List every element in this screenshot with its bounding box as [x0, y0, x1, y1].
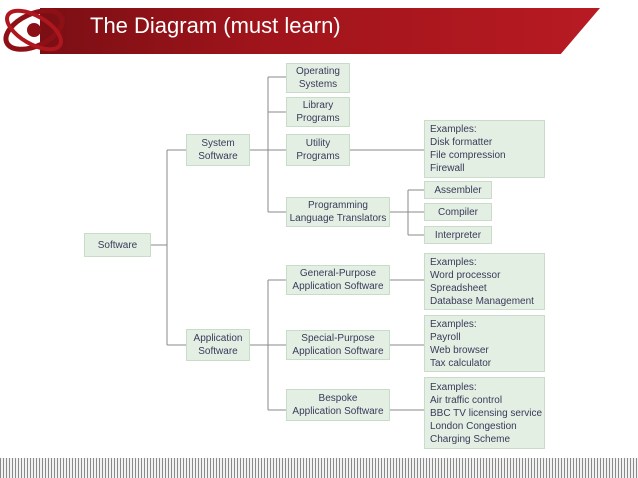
slide-title: The Diagram (must learn)	[90, 13, 341, 38]
slide-header: The Diagram (must learn)	[0, 0, 638, 60]
node-application-software: Application Software	[186, 329, 250, 361]
node-utility-programs: Utility Programs	[286, 134, 350, 166]
node-programming-translators: Programming Language Translators	[286, 197, 390, 227]
node-general-purpose: General-Purpose Application Software	[286, 265, 390, 295]
node-assembler: Assembler	[424, 181, 492, 199]
header-band	[40, 8, 600, 54]
node-bespoke: Bespoke Application Software	[286, 389, 390, 421]
node-library-programs: Library Programs	[286, 97, 350, 127]
logo-swirl-icon	[3, 8, 65, 52]
node-system-software: System Software	[186, 134, 250, 166]
node-general-examples: Examples: Word processor Spreadsheet Dat…	[424, 253, 545, 310]
node-interpreter: Interpreter	[424, 226, 492, 244]
node-special-examples: Examples: Payroll Web browser Tax calcul…	[424, 315, 545, 372]
node-utility-examples: Examples: Disk formatter File compressio…	[424, 120, 545, 178]
software-hierarchy-diagram: Software System Software Application Sof…	[0, 60, 638, 460]
node-bespoke-examples: Examples: Air traffic control BBC TV lic…	[424, 377, 545, 449]
bottom-noise-strip	[0, 458, 638, 478]
node-software: Software	[84, 233, 151, 257]
connector-lines	[151, 76, 424, 411]
node-operating-systems: Operating Systems	[286, 63, 350, 93]
node-special-purpose: Special-Purpose Application Software	[286, 330, 390, 360]
node-compiler: Compiler	[424, 203, 492, 221]
